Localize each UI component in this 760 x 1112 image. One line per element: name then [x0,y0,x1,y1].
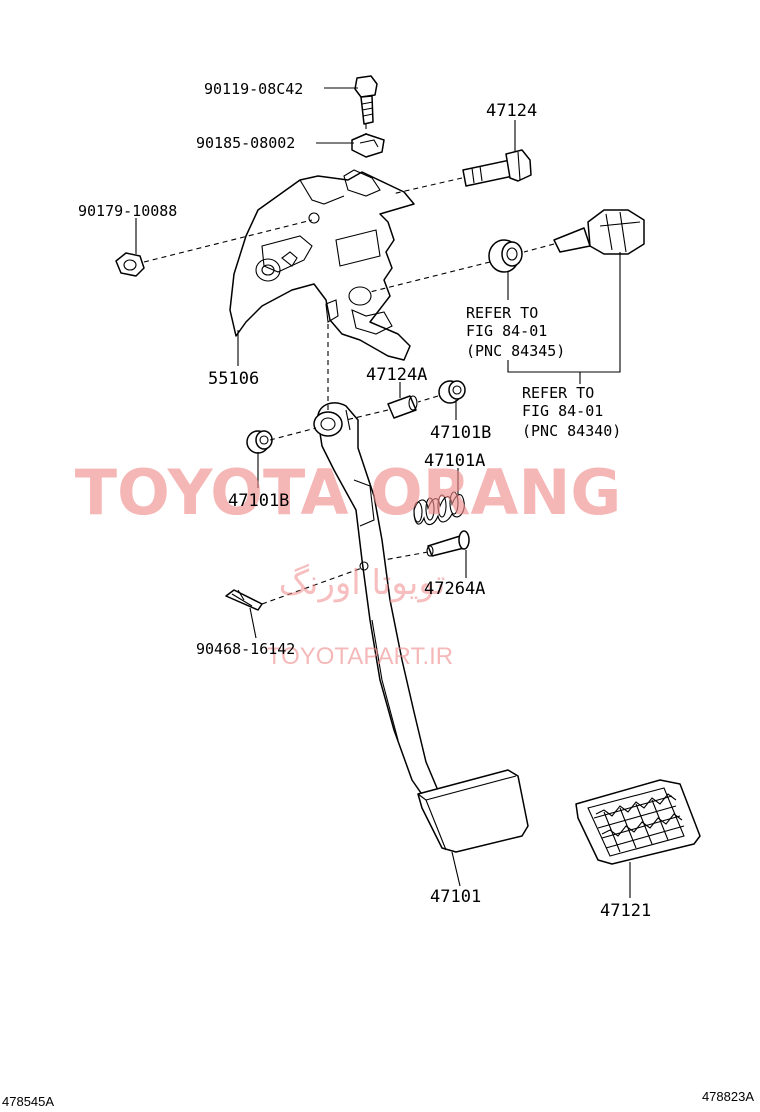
pedal-bracket-55106-drawing [229,169,415,361]
stop-lamp-switch-drawing [553,209,645,255]
leader-47101 [451,851,461,887]
assembly-line-switch [523,243,555,253]
pedal-pad-47121-drawing [575,779,701,865]
reference-84345-line-3: (PNC 84345) [466,342,565,360]
pedal-arm-47101-drawing [313,402,529,853]
reference-84345-line-1: REFER TO [466,304,538,322]
assembly-line-bolt-47124 [391,177,463,195]
reference-84340-line-1: REFER TO [522,384,594,402]
spring-47101A-drawing [413,491,465,526]
grommet-drawing [488,239,523,273]
reference-84345-line-2: FIG 84-01 [466,322,547,340]
assembly-line-pin [383,551,429,561]
bushing-47101B-right-drawing [438,380,466,404]
label-47264A: 47264A [424,579,485,599]
footer-right-code: 478823A [702,1089,754,1104]
clip-90468-drawing [225,589,263,611]
label-47124A: 47124A [366,365,427,385]
label-90119-08C42: 90119-08C42 [204,80,303,98]
leader-ref-84340 [507,252,621,373]
nut-90179-drawing [115,252,145,277]
collar-47124A-drawing [387,395,418,419]
footer-left-code: 478545A [2,1094,54,1109]
reference-note-84340: REFER TO FIG 84-01 (PNC 84340) [522,384,621,440]
assembly-line-nut [143,219,313,263]
leader-90468 [249,607,257,639]
watermark-url: TOYOTAPART.IR [267,643,453,670]
label-47101B-right: 47101B [430,423,491,443]
label-90468-16142: 90468-16142 [196,640,295,658]
watermark-brand: TOYOTA ORANG [75,456,621,529]
pin-47264A-drawing [426,530,470,557]
label-55106: 55106 [208,369,259,389]
watermark-persian: تویوتا اورنگ [279,563,446,603]
assembly-line-grommet [369,261,491,293]
reference-84340-line-2: FIG 84-01 [522,402,603,420]
label-90179-10088: 90179-10088 [78,202,177,220]
label-47124: 47124 [486,101,537,121]
label-90185-08002: 90185-08002 [196,134,295,152]
label-47121: 47121 [600,901,651,921]
label-47101A: 47101A [424,451,485,471]
bolt-90119-drawing [354,75,378,125]
bolt-47124-drawing [462,149,532,187]
assembly-line-bushing-right [417,395,439,403]
clip-nut-90185-drawing [351,133,385,158]
bushing-47101B-left-drawing [246,430,273,454]
reference-84340-line-3: (PNC 84340) [522,422,621,440]
reference-note-84345: REFER TO FIG 84-01 (PNC 84345) [466,304,565,360]
label-47101B-left: 47101B [228,491,289,511]
label-47101: 47101 [430,887,481,907]
assembly-line-collar [345,409,389,421]
assembly-line-bushing-left [269,427,317,441]
